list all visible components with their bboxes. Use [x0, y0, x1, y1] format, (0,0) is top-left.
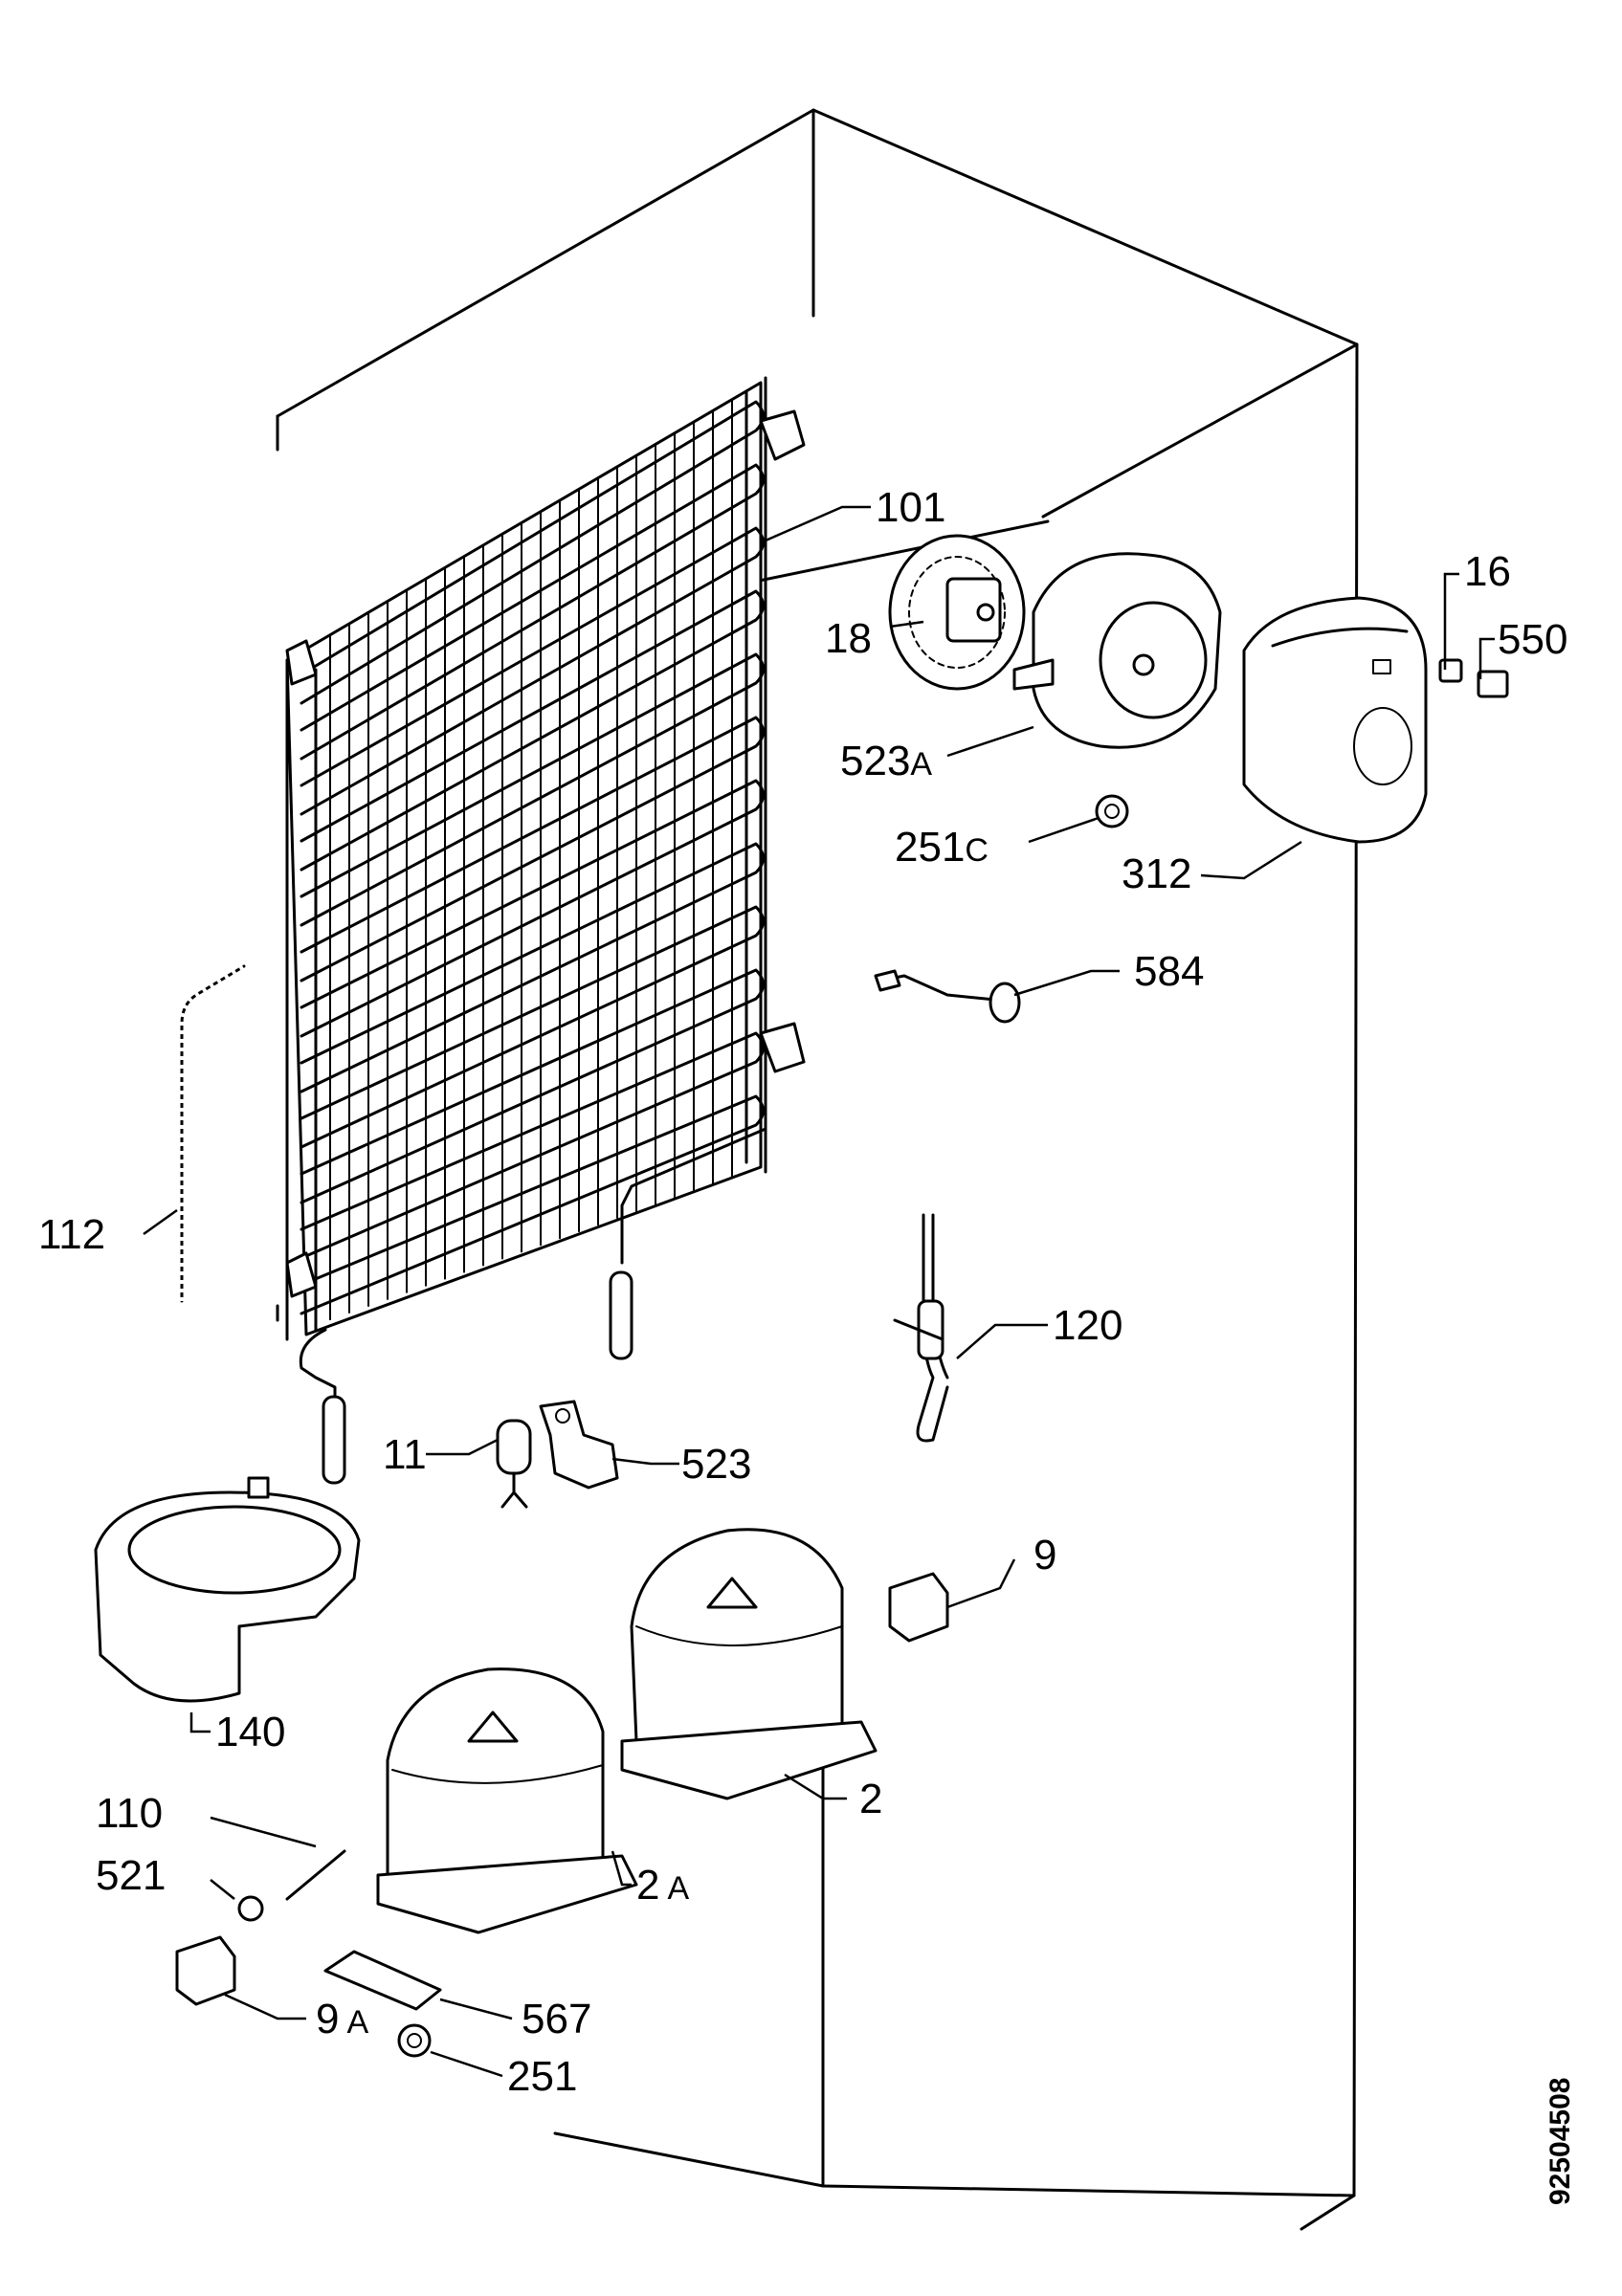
label-2: 2 — [859, 1776, 882, 1822]
relay-9 — [888, 1572, 949, 1643]
label-251: 251 — [507, 2053, 577, 2100]
part-labels: 101 16 550 18 523A 251C 312 584 112 120 … — [38, 484, 1567, 2100]
condenser-rung — [300, 400, 765, 705]
plate-567 — [323, 1950, 442, 2011]
condenser-rung — [300, 526, 765, 816]
condenser-rung — [300, 779, 765, 1038]
relay-9A — [175, 1935, 236, 2006]
label-523A: 523A — [840, 738, 932, 784]
label-112: 112 — [38, 1211, 105, 1258]
condenser-rung — [300, 1031, 765, 1260]
capillary-120 — [893, 1213, 949, 1443]
drain-hose-112 — [175, 960, 248, 1303]
condenser-rung — [300, 905, 765, 1149]
bracket-523 — [539, 1400, 619, 1490]
document-number: 92504508 — [1544, 2078, 1576, 2205]
condenser-rung — [300, 842, 765, 1093]
condenser-rung — [300, 716, 765, 982]
leader-lines — [143, 505, 1495, 2078]
label-251C: 251C — [895, 824, 989, 871]
nut-251 — [397, 2023, 432, 2058]
screw-521 — [237, 1895, 264, 1922]
label-140: 140 — [215, 1709, 285, 1755]
label-18: 18 — [825, 615, 872, 662]
label-584: 584 — [1134, 948, 1204, 995]
condenser-101 — [285, 376, 806, 1485]
condenser-rung — [300, 652, 765, 927]
condenser-rung — [300, 589, 765, 872]
label-11: 11 — [383, 1431, 427, 1478]
compressor-2 — [620, 1528, 878, 1800]
label-120: 120 — [1053, 1302, 1122, 1349]
pad-550 — [1477, 670, 1509, 698]
fan-cover-312 — [1242, 596, 1428, 844]
label-567: 567 — [522, 1996, 591, 2042]
clip-16 — [1438, 658, 1463, 683]
label-550: 550 — [1498, 616, 1567, 663]
cable-plug-584 — [874, 969, 1021, 1024]
label-101: 101 — [876, 484, 945, 531]
condenser-rung — [300, 1094, 765, 1315]
label-521: 521 — [96, 1852, 166, 1899]
compressor-2A — [376, 1667, 638, 1934]
drip-tray-140 — [94, 1476, 361, 1703]
condenser-rung — [300, 968, 765, 1204]
drier-filter-11 — [496, 1419, 532, 1509]
label-312: 312 — [1122, 850, 1191, 897]
fan-blade-18 — [888, 534, 1026, 691]
fan-shroud-523A — [1012, 552, 1222, 749]
label-16: 16 — [1464, 548, 1511, 595]
fan-nut-251C — [1095, 794, 1129, 828]
condenser-rung — [300, 463, 765, 761]
pin-110 — [285, 1849, 346, 1901]
label-9: 9 — [1033, 1532, 1056, 1578]
label-110: 110 — [96, 1790, 163, 1837]
label-523: 523 — [681, 1441, 751, 1488]
